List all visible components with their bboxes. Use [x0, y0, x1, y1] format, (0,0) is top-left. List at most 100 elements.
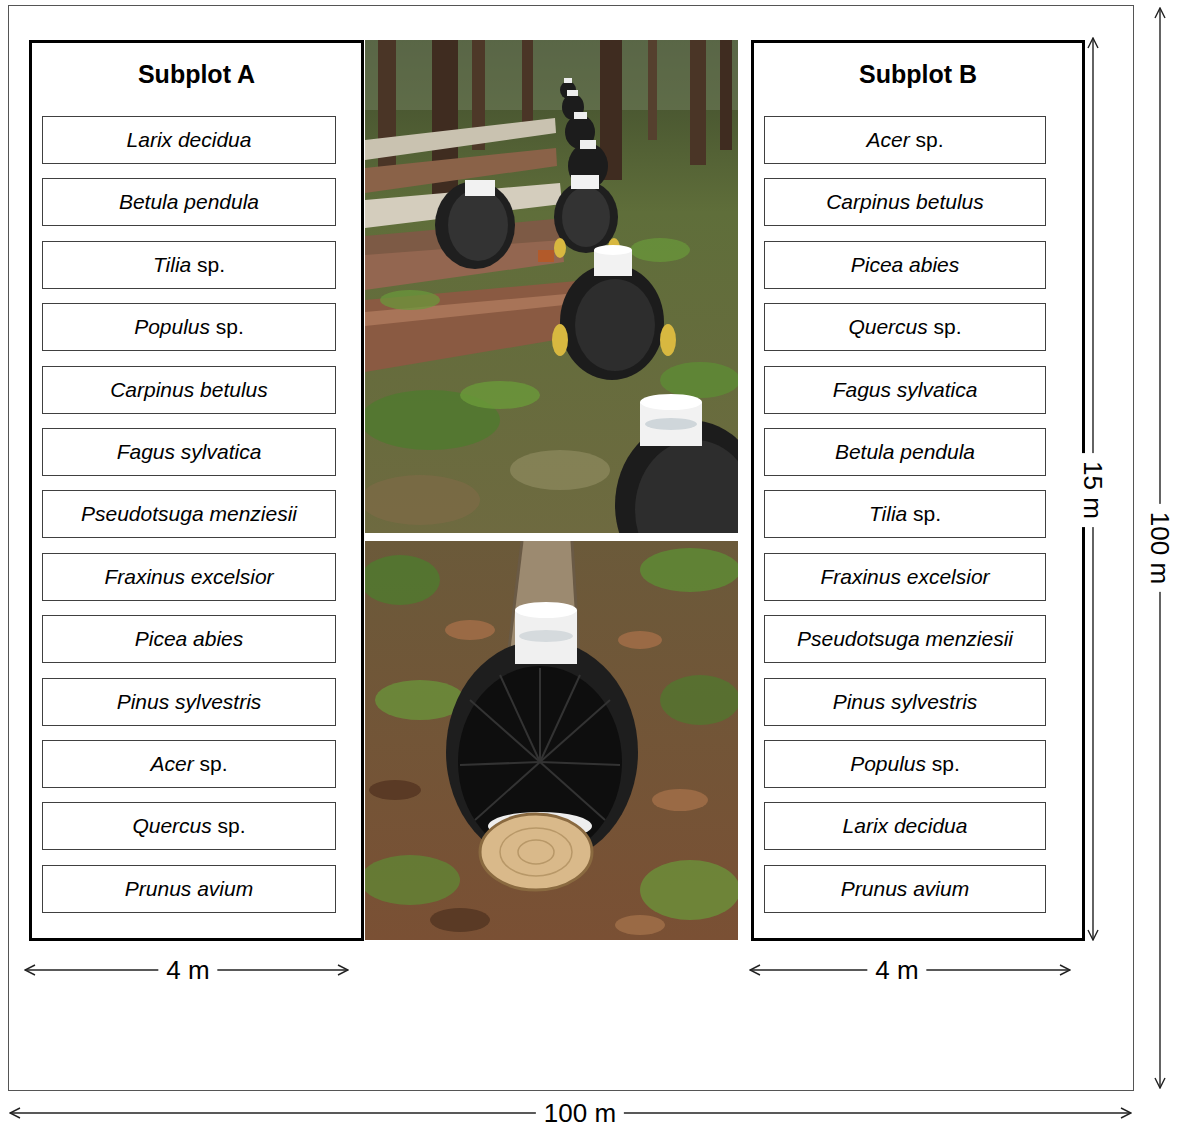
species-name: Acer sp. [866, 128, 943, 152]
emergence-trap [460, 668, 620, 820]
dimension-label: 15 m [1079, 453, 1108, 527]
species-box: Betula pendula [42, 178, 336, 226]
emergence-trap [575, 279, 655, 371]
photo-trap-row [378, 40, 396, 180]
species-box: Populus sp. [764, 740, 1046, 788]
photo-single-trap [518, 840, 554, 864]
species-box: Populus sp. [42, 303, 336, 351]
photo-trap-row [365, 40, 738, 533]
species-box: Prunus avium [764, 865, 1046, 913]
emergence-trap [460, 762, 540, 765]
photo-single-trap [430, 908, 490, 932]
photo-single-trap [365, 855, 460, 905]
emergence-trap [564, 78, 572, 83]
photo-trap-row [648, 40, 657, 140]
species-name: Picea abies [135, 627, 244, 651]
dimension-arrow [10, 8, 1160, 1113]
photo-single-trap [615, 915, 665, 935]
emergence-trap [500, 675, 540, 762]
emergence-trap [567, 90, 578, 96]
photo-trap-row [690, 40, 706, 165]
emergence-trap [640, 394, 702, 410]
photo-trap-row [510, 450, 610, 490]
species-name: Pinus sylvestris [117, 690, 262, 714]
photo-single-trap [445, 620, 495, 640]
species-name: Larix decidua [843, 814, 968, 838]
emergence-trap [554, 238, 566, 258]
species-box: Fraxinus excelsior [764, 553, 1046, 601]
species-name: Fagus sylvatica [117, 440, 262, 464]
species-box: Quercus sp. [42, 802, 336, 850]
emergence-trap [540, 762, 620, 765]
photo-single-trap [640, 860, 738, 920]
emergence-trap [635, 440, 738, 533]
species-box: Pseudotsuga menziesii [764, 615, 1046, 663]
species-box: Fagus sylvatica [764, 366, 1046, 414]
species-name: Carpinus betulus [110, 378, 268, 402]
species-box: Tilia sp. [764, 490, 1046, 538]
dimension-label: 4 m [158, 956, 217, 985]
species-box: Acer sp. [764, 116, 1046, 164]
species-box: Larix decidua [764, 802, 1046, 850]
photo-single-trap [375, 680, 465, 720]
photo-trap-row [660, 362, 738, 398]
species-box: Carpinus betulus [42, 366, 336, 414]
emergence-trap [515, 602, 577, 618]
emergence-trap [660, 324, 676, 356]
photo-trap-row [460, 381, 540, 409]
photo-trap-row [720, 40, 732, 150]
photo-trap-row [380, 290, 440, 310]
species-name: Populus sp. [134, 315, 244, 339]
species-box: Prunus avium [42, 865, 336, 913]
emergence-trap [515, 610, 577, 664]
emergence-trap [574, 112, 587, 119]
species-name: Fagus sylvatica [833, 378, 978, 402]
species-name: Carpinus betulus [826, 190, 984, 214]
photo-single-trap [500, 828, 572, 876]
photo-trap-row [365, 475, 480, 525]
photo-single-trap [660, 675, 738, 725]
species-name: Populus sp. [850, 752, 960, 776]
species-box: Fraxinus excelsior [42, 553, 336, 601]
emergence-trap [475, 762, 540, 820]
species-name: Betula pendula [835, 440, 975, 464]
species-box: Tilia sp. [42, 241, 336, 289]
emergence-trap [539, 668, 541, 762]
species-name: Tilia sp. [153, 253, 225, 277]
species-name: Quercus sp. [132, 814, 245, 838]
species-name: Picea abies [851, 253, 960, 277]
photo-single-trap [618, 631, 662, 649]
emergence-trap [540, 700, 610, 762]
species-box: Acer sp. [42, 740, 336, 788]
species-name: Tilia sp. [869, 502, 941, 526]
species-box: Fagus sylvatica [42, 428, 336, 476]
dimension-label: 100 m [1146, 504, 1175, 592]
emergence-trap [580, 140, 596, 149]
species-name: Fraxinus excelsior [820, 565, 989, 589]
photo-trap-row [630, 238, 690, 262]
species-name: Betula pendula [119, 190, 259, 214]
photo-trap-row [538, 250, 554, 262]
emergence-trap [470, 700, 540, 762]
subplot-title: Subplot A [32, 60, 361, 89]
species-box: Quercus sp. [764, 303, 1046, 351]
emergence-trap [435, 181, 515, 269]
subplot-box: Subplot BAcer sp.Carpinus betulusPicea a… [751, 40, 1085, 941]
species-box: Betula pendula [764, 428, 1046, 476]
emergence-trap [435, 78, 738, 533]
subplot-box: Subplot ALarix deciduaBetula pendulaTili… [29, 40, 364, 941]
emergence-trap [571, 175, 599, 189]
species-name: Fraxinus excelsior [104, 565, 273, 589]
photo-single-trap [640, 548, 738, 592]
species-name: Pseudotsuga menziesii [81, 502, 297, 526]
species-name: Quercus sp. [848, 315, 961, 339]
photo-trap-row [365, 40, 738, 110]
species-name: Prunus avium [841, 877, 969, 901]
species-name: Pseudotsuga menziesii [797, 627, 1013, 651]
photo-single-trap [365, 555, 440, 605]
species-box: Carpinus betulus [764, 178, 1046, 226]
species-box: Pseudotsuga menziesii [42, 490, 336, 538]
emergence-trap [645, 418, 697, 430]
emergence-trap [594, 245, 632, 255]
